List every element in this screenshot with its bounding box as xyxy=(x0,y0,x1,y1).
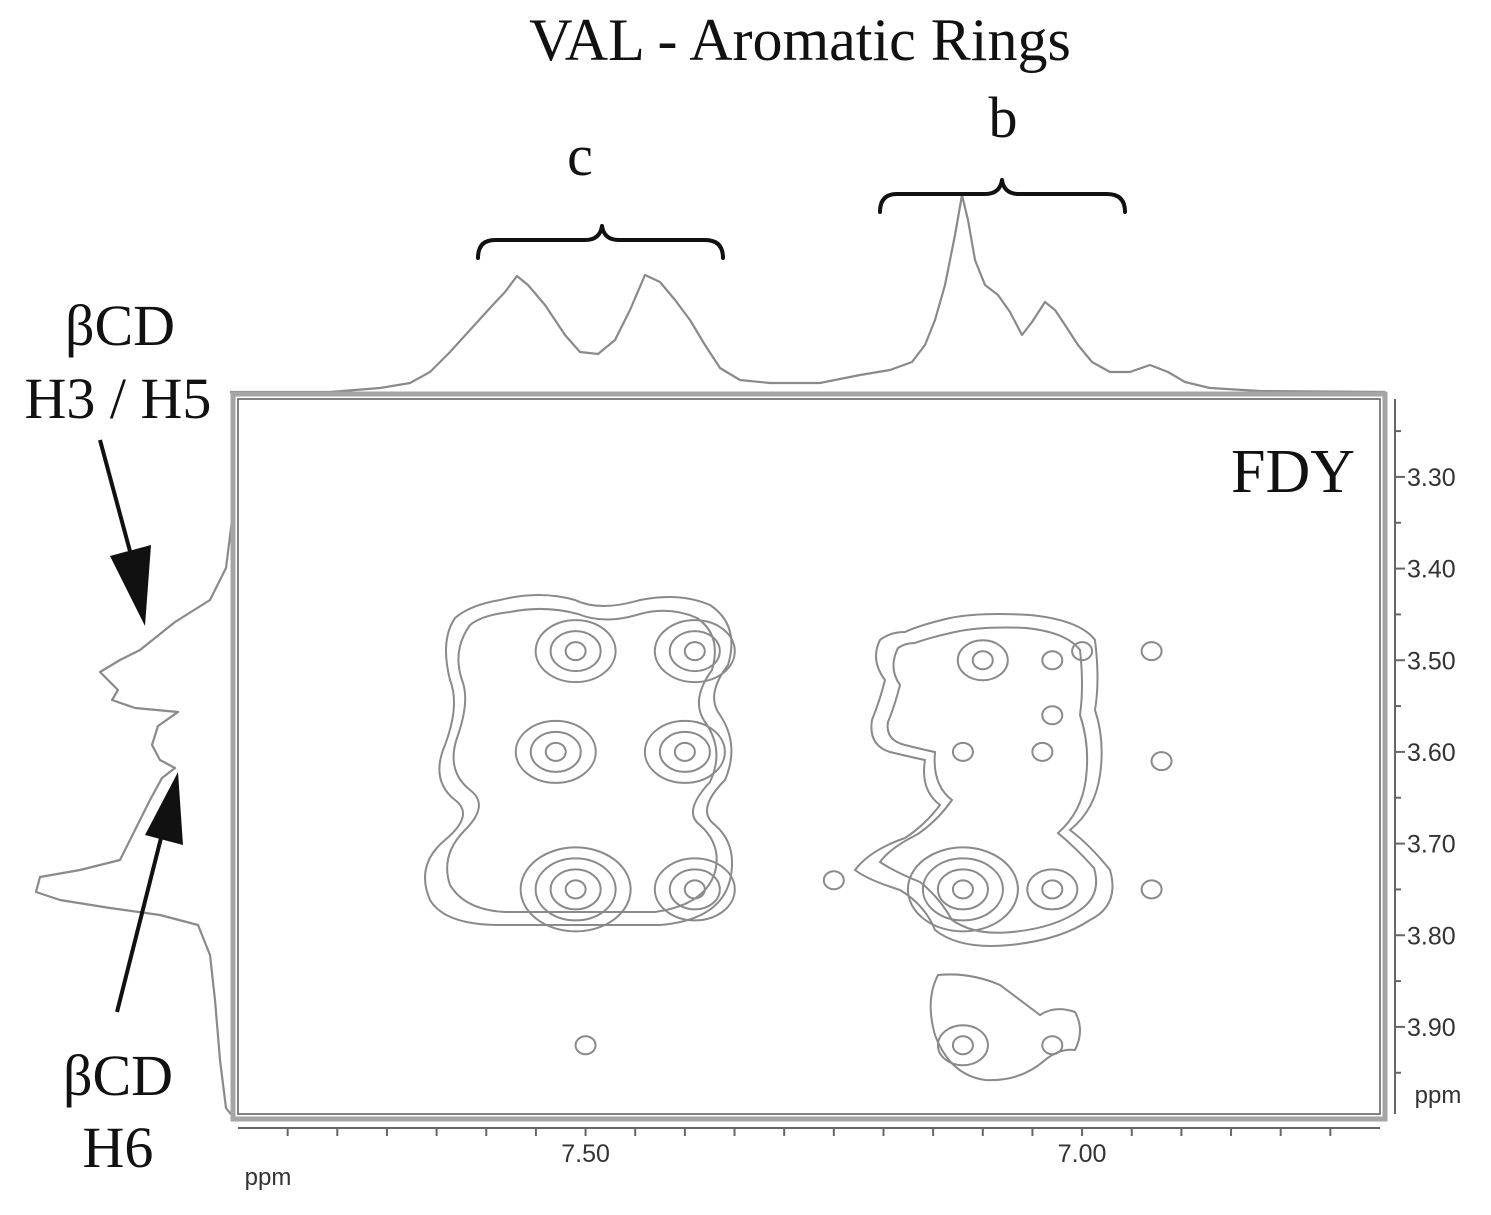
cross-peak-18 xyxy=(1150,751,1173,772)
contour-level xyxy=(653,619,736,684)
brace-b xyxy=(878,178,1127,214)
contour-envelope xyxy=(424,594,734,926)
panel-label: FDY xyxy=(1231,438,1355,506)
cross-peak-3 xyxy=(643,719,726,784)
cross-peak-2 xyxy=(514,719,597,784)
arrow-to-h6-icon xyxy=(115,772,183,1013)
contour-level xyxy=(822,870,845,891)
contour-level xyxy=(1031,741,1054,762)
annotation-bcd-h3h5-line1: βCD xyxy=(65,293,175,358)
contour-level xyxy=(1041,879,1064,900)
cross-peak-contours xyxy=(424,594,1173,1082)
cross-peak-16 xyxy=(951,741,974,762)
contour-level xyxy=(936,868,989,911)
contour-level xyxy=(1026,868,1079,911)
contour-level xyxy=(668,868,721,911)
contour-level xyxy=(1071,641,1094,662)
contour-level xyxy=(549,868,602,911)
contour-level xyxy=(519,846,632,933)
y-tick-label: 3.40 xyxy=(1407,556,1456,584)
cross-peak-9 xyxy=(1140,879,1163,900)
y-tick-label: 3.30 xyxy=(1407,464,1456,492)
y-axis: 3.30 3.40 3.50 3.60 3.70 3.80 3.90 xyxy=(1394,399,1456,1114)
annotation-bcd-h3h5-line2: H3 / H5 xyxy=(25,366,212,431)
contour-level xyxy=(951,879,974,900)
cross-peak-7 xyxy=(906,846,1019,933)
contour-level xyxy=(971,650,994,671)
cross-peak-0 xyxy=(534,619,617,684)
contour-level xyxy=(544,741,567,762)
contour-level xyxy=(1150,751,1173,772)
contour-level xyxy=(951,1035,974,1056)
chart-title: VAL - Aromatic Rings xyxy=(529,7,1071,73)
plot-frame xyxy=(230,391,1388,1122)
contour-level xyxy=(936,1024,989,1067)
cross-peak-10 xyxy=(822,870,845,891)
cross-peak-1 xyxy=(653,619,736,684)
y-tick-label: 3.80 xyxy=(1407,922,1456,950)
cross-peak-17 xyxy=(1031,741,1054,762)
contour-level xyxy=(951,741,974,762)
contour-level xyxy=(668,630,721,673)
contour-level xyxy=(673,741,696,762)
contour-level xyxy=(683,641,706,662)
annotation-bcd-h6-line2: H6 xyxy=(83,1115,154,1180)
peak-label-b: b xyxy=(989,85,1018,150)
contour-level xyxy=(1140,641,1163,662)
y-tick-label: 3.50 xyxy=(1407,647,1456,675)
peak-label-c: c xyxy=(567,123,593,188)
contour-level xyxy=(564,641,587,662)
cross-peak-4 xyxy=(519,846,632,933)
top-projection-trace xyxy=(230,193,1386,394)
contour-level xyxy=(1041,705,1064,726)
contour-level xyxy=(574,1035,597,1056)
contour-level xyxy=(514,719,597,784)
contour-level xyxy=(529,730,582,773)
cross-peak-19 xyxy=(936,1024,989,1067)
y-tick-label: 3.90 xyxy=(1407,1014,1456,1042)
cross-peak-8 xyxy=(1026,868,1079,911)
cross-peak-12 xyxy=(1041,650,1064,671)
contour-level xyxy=(643,719,726,784)
cross-peak-14 xyxy=(1140,641,1163,662)
x-tick-label: 7.00 xyxy=(1058,1140,1107,1168)
cross-peak-15 xyxy=(1041,705,1064,726)
cross-peak-5 xyxy=(653,857,736,922)
contour-envelope xyxy=(929,973,1081,1082)
brace-c xyxy=(476,224,725,260)
cross-peak-13 xyxy=(1071,641,1094,662)
x-axis: 7.50 7.00 xyxy=(238,1127,1380,1168)
contour-level xyxy=(1041,650,1064,671)
y-tick-label: 3.60 xyxy=(1407,739,1456,767)
contour-envelope xyxy=(878,626,1098,934)
annotation-bcd-h6-line1: βCD xyxy=(63,1043,173,1108)
contour-envelope xyxy=(853,613,1114,947)
contour-level xyxy=(1041,1035,1064,1056)
contour-level xyxy=(683,879,706,900)
y-axis-label: ppm xyxy=(1415,1082,1462,1109)
contour-level xyxy=(921,857,1004,922)
contour-level xyxy=(906,846,1019,933)
arrow-to-h3h5-icon xyxy=(98,439,151,626)
cross-peak-11 xyxy=(956,639,1009,682)
contour-level xyxy=(534,619,617,684)
contour-level xyxy=(534,857,617,922)
x-axis-label: ppm xyxy=(245,1164,292,1191)
contour-level xyxy=(956,639,1009,682)
y-tick-label: 3.70 xyxy=(1407,831,1456,859)
x-tick-label: 7.50 xyxy=(561,1140,610,1168)
left-projection-trace xyxy=(34,395,235,1119)
contour-level xyxy=(564,879,587,900)
contour-level xyxy=(1140,879,1163,900)
contour-level xyxy=(653,857,736,922)
contour-level xyxy=(549,630,602,673)
plot-frame-inner xyxy=(237,398,1381,1115)
cross-peak-6 xyxy=(574,1035,597,1056)
contour-envelope xyxy=(446,607,718,913)
contour-level xyxy=(658,730,711,773)
cross-peak-20 xyxy=(1041,1035,1064,1056)
